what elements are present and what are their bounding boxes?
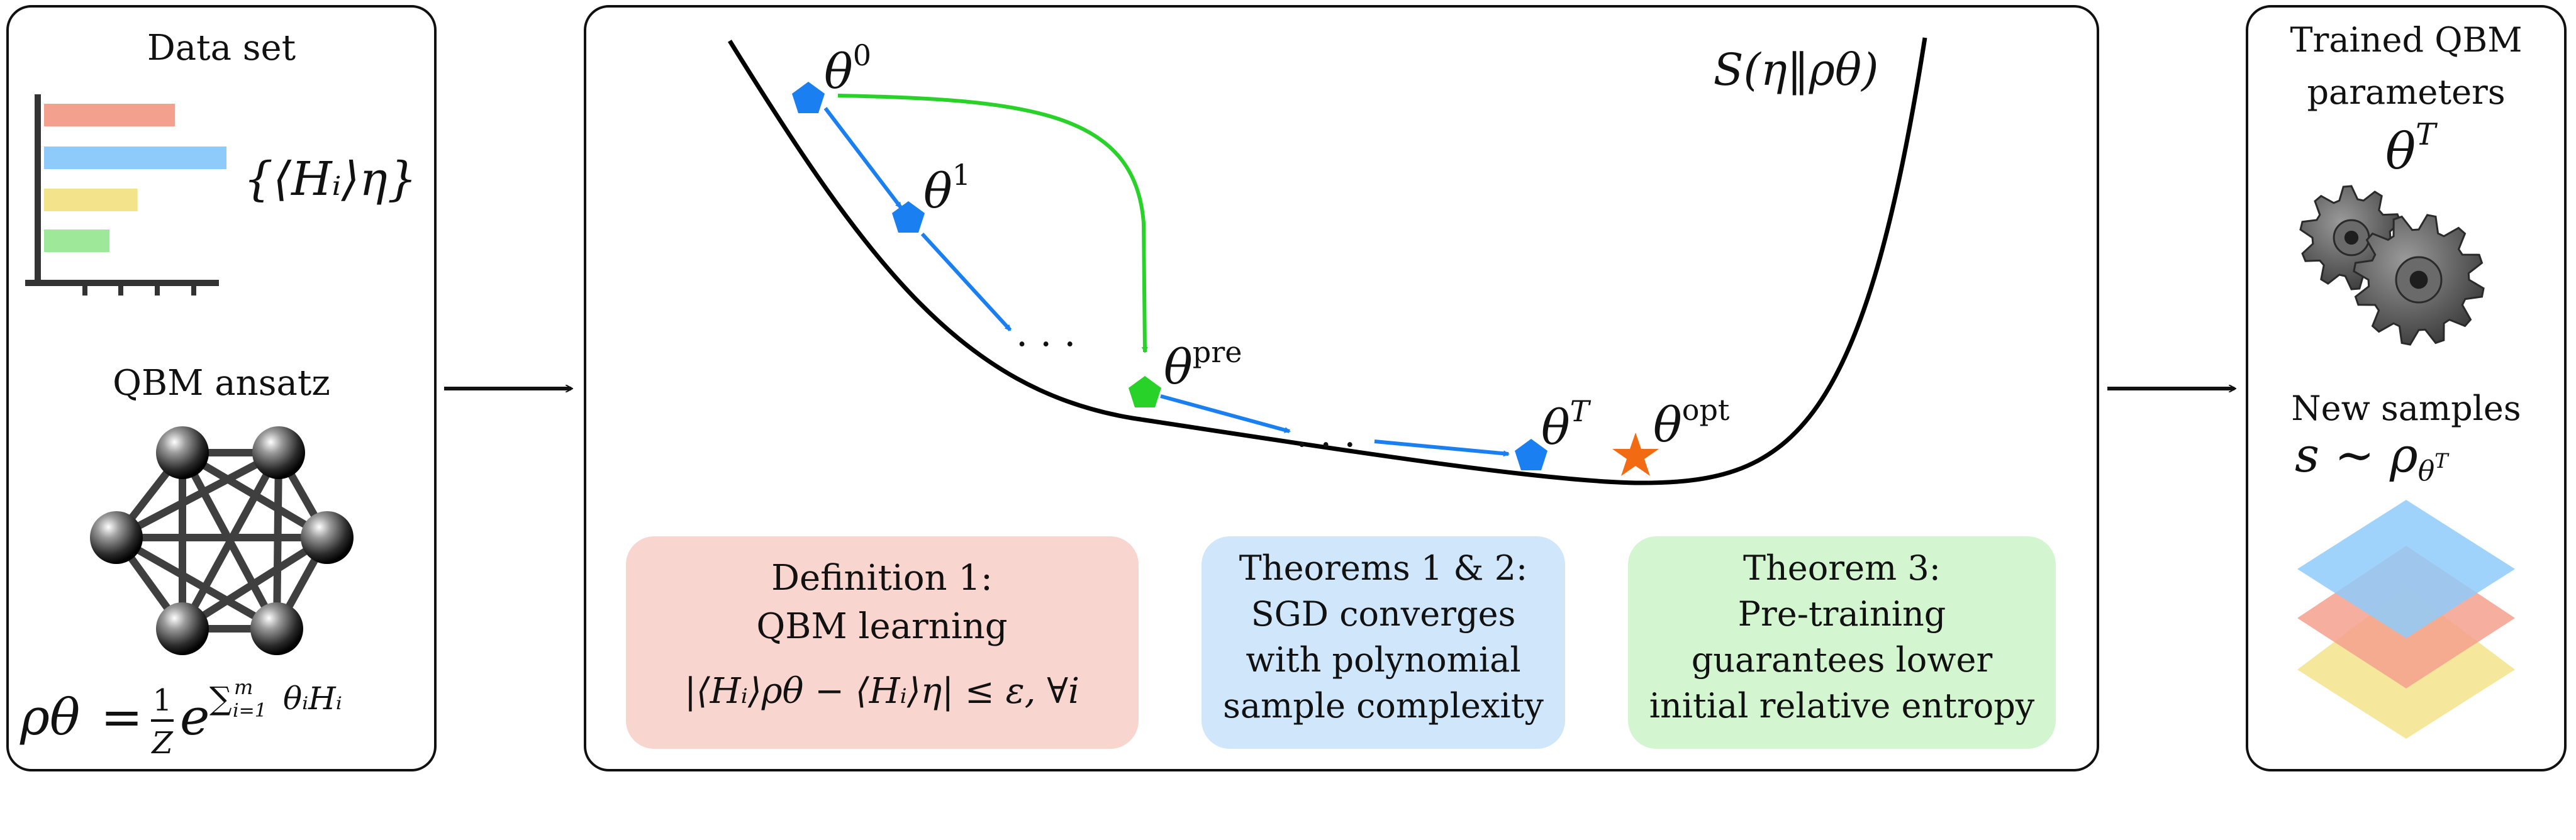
stacked-layers-icon (2297, 500, 2515, 739)
definition-box-formula: |⟨Hᵢ⟩ρθ − ⟨Hᵢ⟩η| ≤ ε, ∀i (684, 671, 1079, 712)
graph-edge (114, 534, 279, 633)
theorem-3-line: initial relative entropy (1649, 686, 2035, 726)
theta-T-label: θT (1541, 394, 1592, 455)
qbm-ansatz-title: QBM ansatz (113, 363, 330, 404)
gears-icon (2299, 185, 2485, 346)
data-bar (44, 189, 138, 211)
theta-opt-label: θopt (1653, 393, 1730, 453)
theta-pre-label: θpre (1164, 335, 1242, 395)
sgd-step-arrow (1160, 394, 1291, 433)
data-bar (44, 104, 176, 126)
graph-node (250, 602, 303, 655)
theorem-3-box-bg (1628, 536, 2056, 749)
theorems-1-2-box: Theorems 1 & 2: SGD converges with polyn… (1202, 536, 1565, 749)
formula-base: e (180, 688, 209, 746)
theta1-marker (892, 201, 925, 233)
formula-exp-lower: i=1 (233, 700, 267, 722)
theorem-3-box: Theorem 3: Pre-training guarantees lower… (1628, 536, 2056, 749)
theorems-1-2-box-bg (1202, 536, 1565, 749)
theorems-1-2-line: SGD converges (1251, 594, 1516, 634)
trained-params-theta: θT (2385, 117, 2438, 180)
theta-opt-star (1612, 433, 1659, 476)
sgd-step-arrow (920, 232, 1012, 332)
new-samples-expr: s ∼ ρθT (2295, 427, 2450, 487)
theta-T-marker (1515, 439, 1547, 470)
layer-blue (2297, 500, 2515, 638)
data-bar-chart-icon (25, 94, 226, 296)
formula-equals: = (101, 688, 143, 746)
loss-landscape-curve (728, 37, 1927, 485)
ellipsis-steps: . . . (1296, 412, 1356, 456)
theta0-marker (792, 82, 825, 113)
theorems-1-2-line: with polynomial (1246, 640, 1520, 680)
complete-graph-icon (90, 426, 354, 655)
pretraining-arrow (837, 94, 1148, 353)
graph-edge (114, 449, 281, 541)
formula-exp-term: θᵢHᵢ (283, 680, 342, 717)
data-set-title: Data set (147, 28, 296, 69)
trained-params-subtitle: parameters (2307, 72, 2505, 112)
graph-edge (180, 534, 330, 633)
ellipsis-steps: . . . (1016, 311, 1076, 355)
sgd-step-arrow (823, 107, 903, 209)
definition-box-subtitle: QBM learning (756, 606, 1007, 647)
formula-lhs: ρθ (20, 688, 80, 746)
qbm-density-formula: ρθ = 1 Z e ∑ m i=1 θᵢHᵢ (20, 675, 342, 761)
definition-box-title: Definition 1: (771, 558, 993, 599)
relative-entropy-label: S(η‖ρθ) (1714, 44, 1879, 96)
new-samples-title: New samples (2291, 389, 2521, 428)
definition-box: Definition 1: QBM learning |⟨Hᵢ⟩ρθ − ⟨Hᵢ… (626, 536, 1139, 749)
theorem-3-line: Pre-training (1738, 594, 1946, 634)
theorem-3-title: Theorem 3: (1743, 548, 1941, 588)
graph-node (252, 426, 305, 479)
theorems-1-2-line: sample complexity (1223, 686, 1544, 726)
theorem-3-line: guarantees lower (1692, 640, 1993, 680)
sgd-step-arrow (1374, 439, 1510, 457)
center-panel: S(η‖ρθ) . . . . . . θ0 θ1 θpre θT θopt D… (584, 5, 2099, 771)
data-bar (44, 229, 110, 252)
graph-node (90, 511, 143, 564)
graph-node (156, 602, 209, 655)
formula-frac-num: 1 (153, 683, 172, 718)
theorems-1-2-title: Theorems 1 & 2: (1239, 548, 1527, 588)
theta-pre-marker (1129, 376, 1161, 407)
formula-exp-sum: ∑ (209, 680, 232, 717)
graph-node (301, 511, 354, 564)
graph-node (156, 426, 209, 479)
data-expectation-set: {⟨Hᵢ⟩η} (243, 152, 417, 206)
theta1-label: θ1 (923, 158, 971, 219)
right-panel: Trained QBM parameters θT New samples s … (2246, 5, 2567, 771)
formula-frac-den: Z (150, 726, 174, 761)
left-panel: Data set {⟨Hᵢ⟩η} QBM ansatz ρθ = 1 Z e ∑… (6, 5, 437, 771)
formula-exp-upper: m (234, 675, 253, 699)
theta0-label: θ0 (824, 38, 871, 99)
data-bar (44, 146, 226, 169)
large-gear-icon (2353, 214, 2485, 346)
definition-box-bg (626, 536, 1139, 749)
trained-params-title: Trained QBM (2290, 20, 2522, 60)
